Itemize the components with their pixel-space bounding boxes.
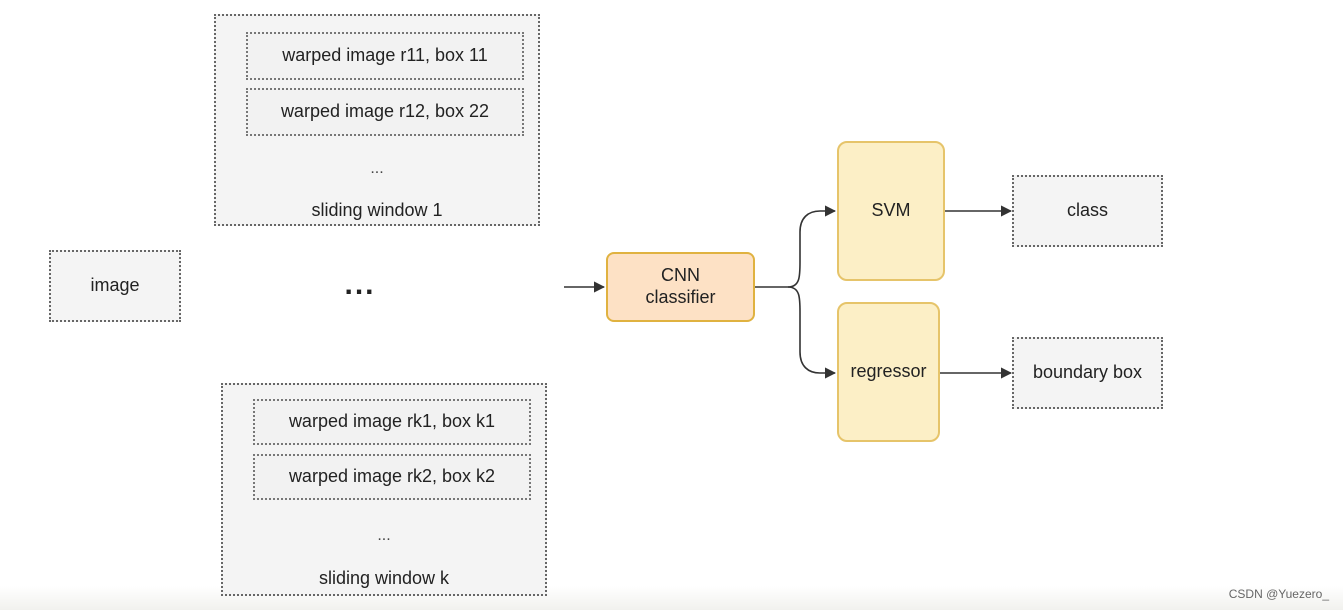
- window-1-item-2-label: warped image r12, box 22: [280, 101, 490, 122]
- class-output-node: class: [1012, 175, 1163, 247]
- edge-cnn-to-svm: [755, 205, 837, 288]
- svm-label: SVM: [871, 200, 911, 221]
- window-k-item-2: warped image rk2, box k2: [253, 454, 531, 500]
- cnn-classifier-node: CNN classifier: [606, 252, 755, 322]
- class-output-label: class: [1066, 200, 1108, 221]
- window-k-item-1: warped image rk1, box k1: [253, 399, 531, 445]
- window-k-item-1-label: warped image rk1, box k1: [288, 411, 496, 432]
- edge-cnn-to-regressor: [787, 286, 837, 379]
- image-node-label: image: [90, 275, 140, 296]
- image-node: image: [49, 250, 181, 322]
- boundary-box-output-label: boundary box: [1032, 362, 1143, 383]
- window-1-label: sliding window 1: [311, 200, 443, 220]
- sliding-window-1-group: warped image r11, box 11 warped image r1…: [214, 14, 540, 226]
- cnn-label-line-1: CNN: [661, 265, 700, 286]
- window-k-ellipsis: ...: [377, 527, 391, 544]
- sliding-window-k-group: warped image rk1, box k1 warped image rk…: [221, 383, 547, 596]
- window-1-item-1-label: warped image r11, box 11: [282, 45, 488, 66]
- svm-node: SVM: [837, 141, 945, 281]
- window-1-item-2: warped image r12, box 22: [246, 88, 524, 136]
- cnn-label-line-2: classifier: [645, 287, 716, 307]
- window-1-item-1: warped image r11, box 11: [246, 32, 524, 80]
- window-k-item-2-label: warped image rk2, box k2: [288, 466, 496, 487]
- middle-ellipsis: ...: [344, 268, 376, 301]
- window-k-label: sliding window k: [318, 568, 450, 588]
- regressor-label: regressor: [850, 361, 927, 382]
- watermark: CSDN @Yuezero_: [1228, 587, 1329, 601]
- boundary-box-output-node: boundary box: [1012, 337, 1163, 409]
- window-1-ellipsis: ...: [370, 160, 384, 177]
- regressor-node: regressor: [837, 302, 940, 442]
